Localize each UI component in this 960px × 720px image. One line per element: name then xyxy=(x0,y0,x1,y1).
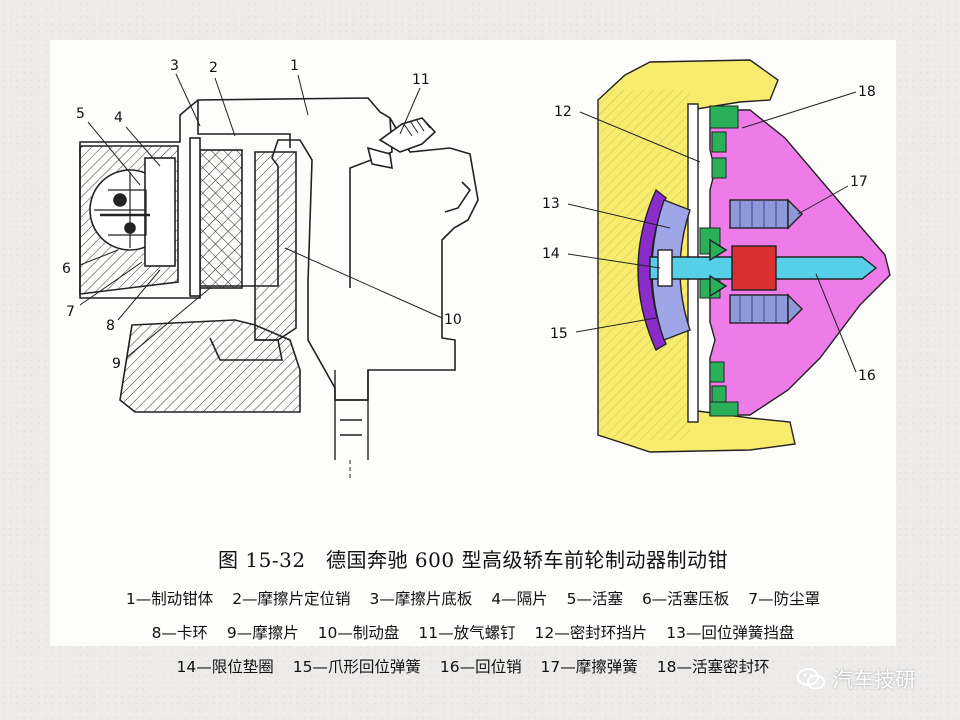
callout-3: 3 xyxy=(170,58,179,74)
legend-item: 8—卡环 xyxy=(151,624,208,642)
legend-item: 18—活塞密封环 xyxy=(656,658,770,676)
callout-4: 4 xyxy=(114,110,123,126)
mounting-arm xyxy=(119,319,301,413)
right-callout-labels: 12 13 14 15 16 17 18 xyxy=(542,84,876,384)
legend-item: 10—制动盘 xyxy=(317,624,400,642)
figure-caption: 图 15-32 德国奔驰 600 型高级轿车前轮制动器制动钳 xyxy=(218,548,728,572)
legend-item: 3—摩擦片底板 xyxy=(369,590,473,608)
friction-spring-lower xyxy=(729,294,789,324)
legend-item: 13—回位弹簧挡盘 xyxy=(666,624,795,642)
callout-18: 18 xyxy=(858,84,876,100)
callout-11: 11 xyxy=(412,72,430,88)
callout-6: 6 xyxy=(62,261,71,277)
left-section-drawing xyxy=(79,97,479,480)
legend-line-2: 8—卡环 9—摩擦片 10—制动盘 11—放气螺钉 12—密封环挡片 13—回位… xyxy=(50,621,896,643)
legend-item: 1—制动钳体 xyxy=(125,590,214,608)
watermark-text: 汽车技研 xyxy=(832,668,916,692)
friction-pad xyxy=(199,149,243,289)
watermark: 汽车技研 xyxy=(796,664,916,694)
callout-17: 17 xyxy=(850,174,868,190)
callout-10: 10 xyxy=(444,312,462,328)
legend-item: 15—爪形回位弹簧 xyxy=(292,658,421,676)
callout-8: 8 xyxy=(106,318,115,334)
legend-item: 17—摩擦弹簧 xyxy=(540,658,638,676)
figure-sheet: 1 2 3 4 5 6 7 8 9 10 11 xyxy=(50,40,896,676)
callout-2: 2 xyxy=(209,60,218,76)
callout-14: 14 xyxy=(542,246,560,262)
right-leader-lines xyxy=(567,91,857,373)
legend-line-3: 14—限位垫圈 15—爪形回位弹簧 16—回位销 17—摩擦弹簧 18—活塞密封… xyxy=(50,655,896,677)
brake-caliper-diagram: 1 2 3 4 5 6 7 8 9 10 11 xyxy=(62,58,891,480)
legend-item: 4—隔片 xyxy=(491,590,548,608)
legend-item: 2—摩擦片定位销 xyxy=(232,590,351,608)
friction-spring-upper xyxy=(729,199,789,229)
pad-backing-plate xyxy=(189,137,201,297)
stop-washer xyxy=(731,245,777,291)
legend-item: 5—活塞 xyxy=(566,590,623,608)
callout-16: 16 xyxy=(858,368,876,384)
right-section-drawing xyxy=(597,59,891,453)
legend-item: 7—防尘罩 xyxy=(748,590,821,608)
callout-9: 9 xyxy=(112,356,121,372)
wechat-icon xyxy=(796,666,826,692)
legend-line-1: 1—制动钳体 2—摩擦片定位销 3—摩擦片底板 4—隔片 5—活塞 6—活塞压板… xyxy=(50,587,896,609)
left-callout-labels: 1 2 3 4 5 6 7 8 9 10 11 xyxy=(62,58,462,372)
callout-12: 12 xyxy=(554,104,572,120)
callout-7: 7 xyxy=(66,304,75,320)
callout-1: 1 xyxy=(290,58,299,74)
legend-item: 12—密封环挡片 xyxy=(534,624,648,642)
legend-item: 6—活塞压板 xyxy=(641,590,730,608)
callout-13: 13 xyxy=(542,196,560,212)
legend-item: 16—回位销 xyxy=(439,658,522,676)
left-leader-lines xyxy=(79,73,443,359)
callout-15: 15 xyxy=(550,326,568,342)
legend-item: 9—摩擦片 xyxy=(226,624,299,642)
brake-disc xyxy=(254,151,297,341)
legend-item: 11—放气螺钉 xyxy=(418,624,516,642)
callout-5: 5 xyxy=(76,106,85,122)
bleeder-screw xyxy=(378,117,437,153)
piston xyxy=(144,157,176,267)
legend-item: 14—限位垫圈 xyxy=(176,658,274,676)
